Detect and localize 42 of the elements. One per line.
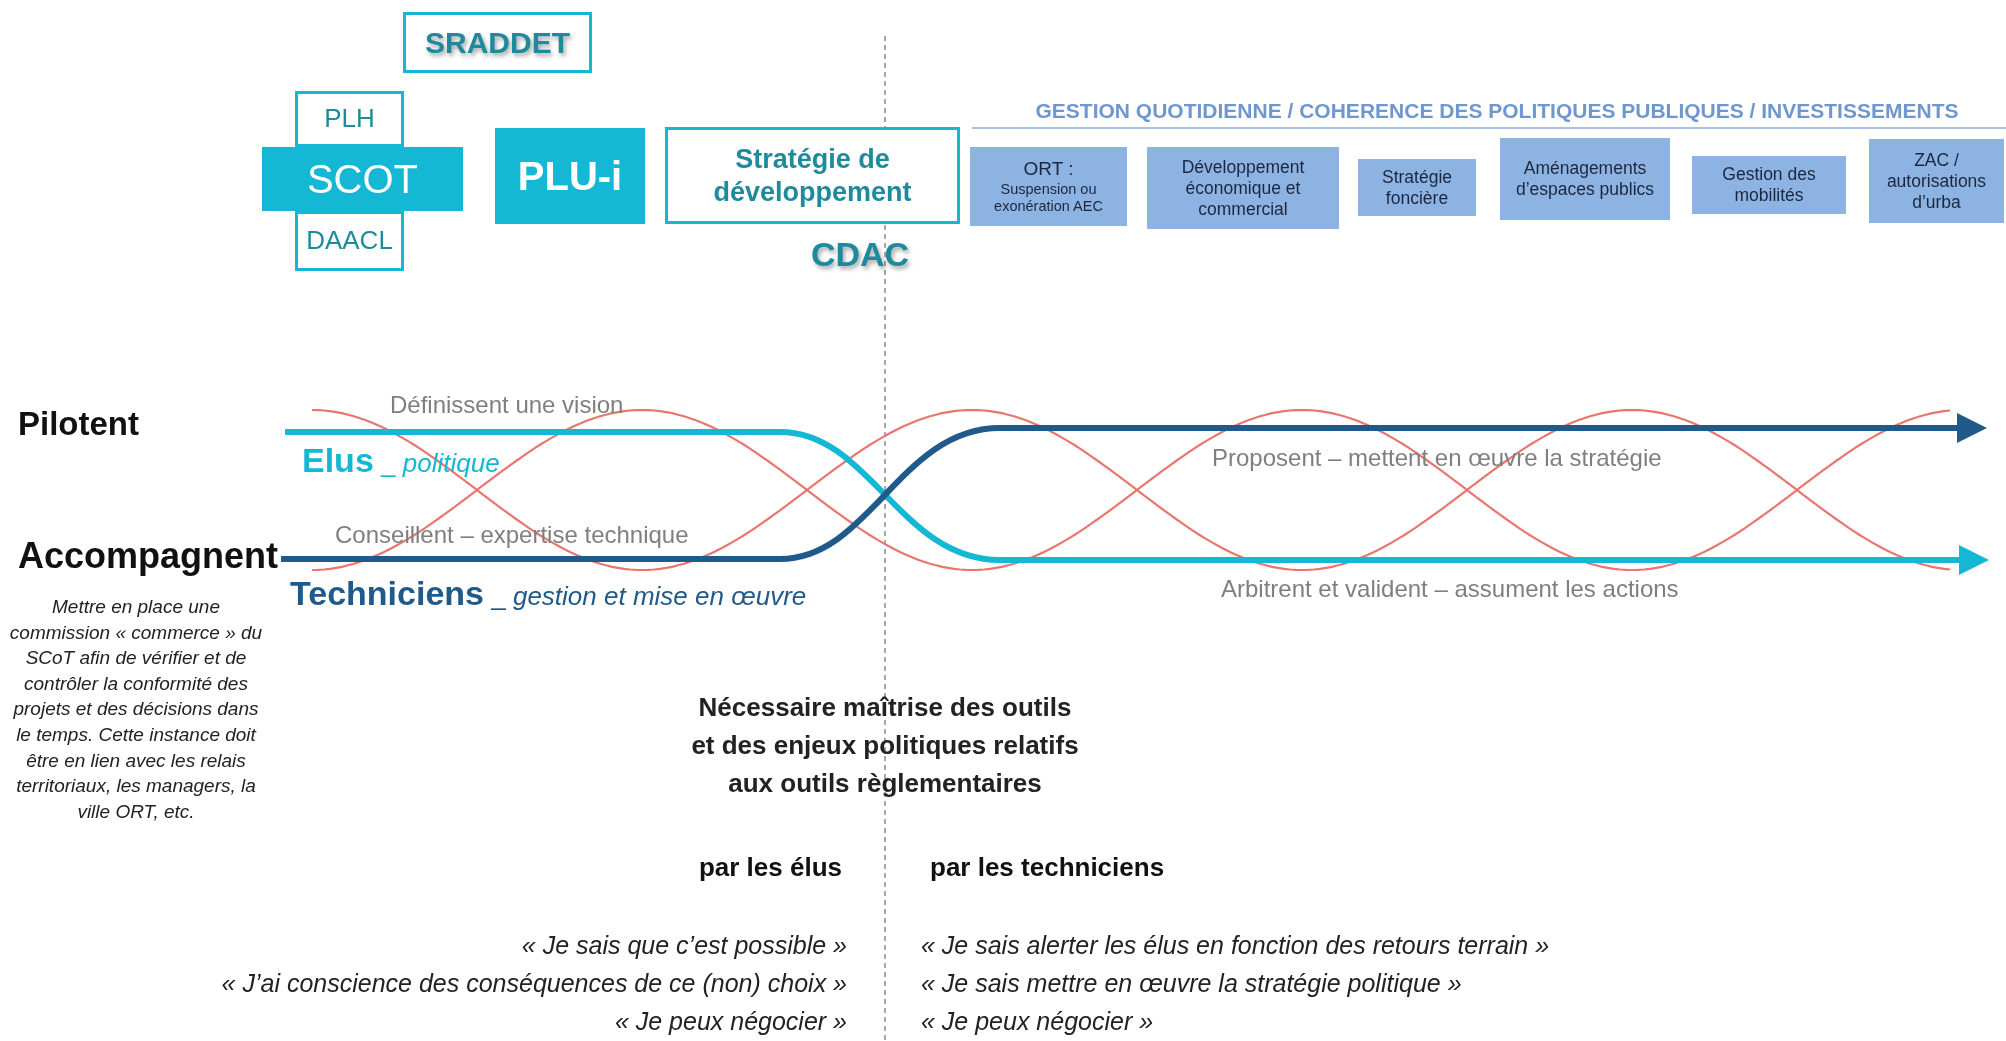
action-box — [970, 147, 1127, 226]
column-heading: par les élus — [697, 852, 842, 884]
row-heading: Accompagnent — [18, 534, 280, 578]
key-message: Nécessaire maîtrise des outils et des enjeux politiques relatifs aux outils règlementaires — [690, 691, 1080, 800]
plan-box — [295, 91, 404, 147]
strategy-box — [665, 127, 960, 224]
quote-text: « Je peux négocier » — [613, 1006, 847, 1036]
action-box — [1869, 139, 2004, 223]
line-label: Définissent une vision — [390, 391, 625, 420]
box-title: ZAC / autorisations d’urba — [1885, 149, 1988, 213]
note-paragraph: Mettre en place une commission « commerce » du SCoT afin de vérifier et de contrôler la conformité des projets et des décisions dans le temps. Cette instance doit être en lien avec les relais territoriaux, les managers, la ville ORT, etc. — [8, 595, 264, 824]
box-title: ORT : — [1023, 157, 1074, 181]
commission-label: CDAC — [809, 234, 911, 275]
box-title: DAACL — [306, 225, 393, 257]
action-box — [1147, 147, 1339, 229]
actor-label: Techniciens _ gestion et mise en œuvre — [290, 573, 808, 614]
box-title: Aménagements d’espaces publics — [1514, 158, 1656, 200]
box-title: SRADDET — [425, 24, 570, 61]
box-title: Stratégie foncière — [1380, 166, 1453, 209]
quote-text: « Je peux négocier » — [921, 1006, 1155, 1036]
quote-text: « Je sais mettre en œuvre la stratégie politique » — [921, 968, 1463, 998]
plan-box — [295, 211, 404, 271]
section-heading: GESTION QUOTIDIENNE / COHERENCE DES POLITIQUES PUBLIQUES / INVESTISSEMENTS — [1034, 98, 1960, 124]
box-title: Développement économique et commercial — [1180, 156, 1306, 220]
row-heading: Pilotent — [18, 404, 140, 444]
box-title: SCOT — [306, 156, 419, 203]
action-box — [1692, 156, 1846, 214]
box-title: Gestion des mobilités — [1721, 164, 1817, 206]
action-box — [1500, 138, 1670, 220]
box-title: PLH — [324, 103, 375, 135]
quote-text: « Je sais que c’est possible » — [520, 930, 847, 960]
column-heading: par les techniciens — [930, 852, 1166, 884]
line-label: Arbitrent et valident – assument les actions — [1221, 575, 1680, 604]
plan-band — [262, 147, 463, 211]
box-title: Stratégie de développement — [712, 143, 913, 208]
plan-box — [495, 128, 645, 224]
box-subtitle: Suspension ou exonération AEC — [993, 180, 1104, 216]
quote-text: « Je sais alerter les élus en fonction des retours terrain » — [921, 930, 1551, 960]
quote-text: « J’ai conscience des conséquences de ce (non) choix » — [220, 968, 847, 998]
plan-box — [403, 12, 592, 73]
action-box — [1358, 159, 1476, 216]
box-title: PLU-i — [517, 153, 623, 200]
